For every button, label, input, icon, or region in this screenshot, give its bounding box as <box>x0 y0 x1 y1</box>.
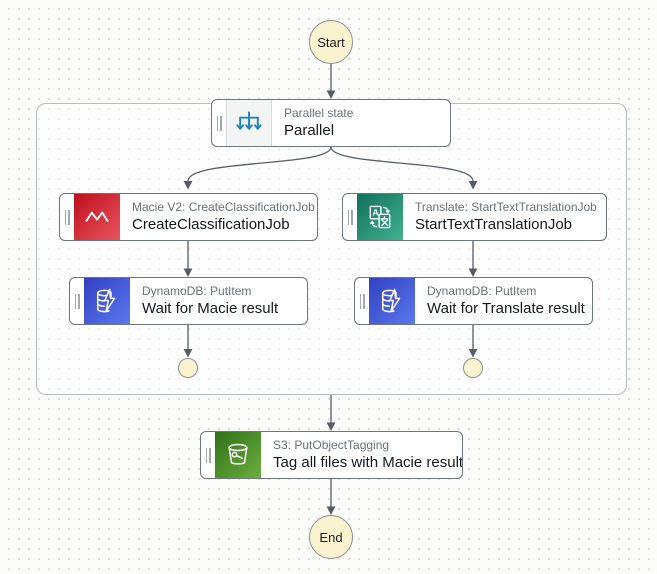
start-label: Start <box>317 34 345 50</box>
state-name-label: Wait for Translate result <box>427 300 585 317</box>
macie-icon <box>74 194 120 240</box>
dynamodb-icon <box>84 278 130 324</box>
state-name-label: CreateClassificationJob <box>132 216 290 233</box>
dynamodb-icon <box>369 278 415 324</box>
state-name-label: StartTextTranslationJob <box>415 216 573 233</box>
state-name-label: Parallel <box>284 122 335 139</box>
state-resource-label: S3: PutObjectTagging <box>273 438 390 452</box>
drag-handle[interactable] <box>60 194 74 240</box>
state-parallel[interactable]: Parallel state Parallel <box>211 99 451 147</box>
state-start-text-translation-job[interactable]: A Translate: StartTextTranslationJob Sta… <box>342 193 607 241</box>
end-label: End <box>319 529 343 545</box>
state-name-label: Tag all files with Macie result <box>273 454 463 471</box>
state-wait-for-macie-result[interactable]: DynamoDB: PutItem Wait for Macie result <box>69 277 308 325</box>
state-resource-label: Macie V2: CreateClassificationJob <box>132 200 315 214</box>
translate-icon: A <box>357 194 403 240</box>
state-type-label: Parallel state <box>284 106 354 120</box>
branch-terminal-right <box>463 358 483 378</box>
drag-handle[interactable] <box>212 100 226 146</box>
state-resource-label: Translate: StartTextTranslationJob <box>415 200 597 214</box>
state-resource-label: DynamoDB: PutItem <box>427 284 537 298</box>
end-node: End <box>309 515 353 559</box>
state-tag-all-files[interactable]: S3: PutObjectTagging Tag all files with … <box>200 431 463 479</box>
state-resource-label: DynamoDB: PutItem <box>142 284 252 298</box>
s3-bucket-icon <box>215 432 261 478</box>
state-create-classification-job[interactable]: Macie V2: CreateClassificationJob Create… <box>59 193 318 241</box>
drag-handle[interactable] <box>201 432 215 478</box>
svg-text:A: A <box>372 208 379 218</box>
start-node: Start <box>309 20 353 64</box>
parallel-fork-icon <box>226 100 272 146</box>
drag-handle[interactable] <box>70 278 84 324</box>
drag-handle[interactable] <box>343 194 357 240</box>
state-wait-for-translate-result[interactable]: DynamoDB: PutItem Wait for Translate res… <box>354 277 593 325</box>
state-name-label: Wait for Macie result <box>142 300 279 317</box>
drag-handle[interactable] <box>355 278 369 324</box>
branch-terminal-left <box>178 358 198 378</box>
